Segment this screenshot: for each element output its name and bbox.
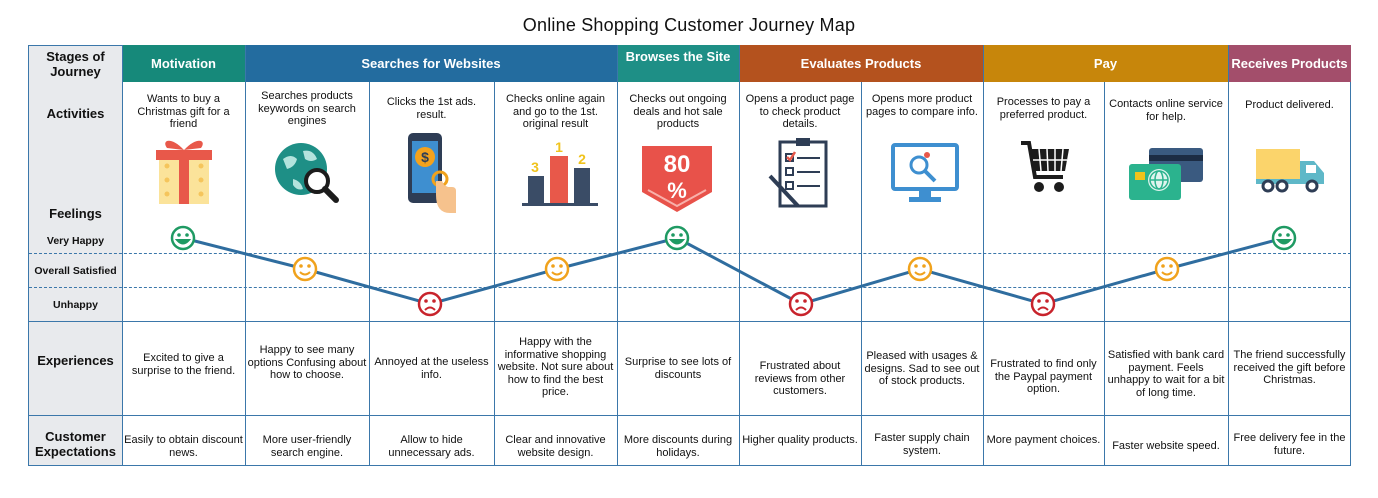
activity-text: Clicks the 1st ads. result. <box>386 96 477 121</box>
row-label-unhappy: Unhappy <box>53 299 98 311</box>
activity-text: Checks out ongoing deals and hot sale pr… <box>629 93 727 130</box>
row-label-expectations: Customer Expectations <box>35 429 116 459</box>
feeling-face-satisfied-icon <box>292 256 318 282</box>
experience-text: Happy with the informative shopping webs… <box>497 336 614 398</box>
ranking-number: 3 <box>531 159 539 175</box>
row-label-column <box>29 46 122 465</box>
experience-text: Frustrated to find only the Paypal payme… <box>990 358 1097 395</box>
discount-value: 80 <box>664 151 691 178</box>
activity-text: Contacts online service for help. <box>1109 98 1223 123</box>
stage-receives-products: Receives Products <box>1228 45 1351 82</box>
feeling-face-unhappy-icon <box>1030 291 1056 317</box>
feeling-face-very-happy-icon <box>170 225 196 251</box>
experience-text: Surprise to see lots of discounts <box>624 356 732 381</box>
ranking-number: 2 <box>578 151 586 167</box>
stage-label: Pay <box>1093 56 1118 71</box>
credit-card-icon <box>1127 146 1205 202</box>
page-title: Online Shopping Customer Journey Map <box>522 15 856 35</box>
ranking-chart-icon: 3 1 2 <box>520 136 600 208</box>
stage-motivation: Motivation <box>122 45 245 82</box>
feeling-face-satisfied-icon <box>907 256 933 282</box>
stage-browses-the-site: Browses the Site <box>617 45 739 82</box>
feeling-face-unhappy-icon <box>788 291 814 317</box>
row-divider <box>28 415 1351 416</box>
expectation-text: Free delivery fee in the future. <box>1233 432 1346 457</box>
discount-tag-icon: 80 % <box>640 144 714 214</box>
checklist-icon <box>768 136 830 210</box>
activity-text: Checks online again and go to the 1st. o… <box>505 93 606 130</box>
activity-text: Opens more product pages to compare info… <box>866 93 978 118</box>
expectation-text: Faster supply chain system. <box>874 432 970 457</box>
stage-label: Browses the Site <box>625 49 731 64</box>
expectation-text: Higher quality products. <box>742 434 858 446</box>
stage-label: Searches for Websites <box>361 56 501 71</box>
svg-text:$: $ <box>421 149 429 165</box>
feeling-face-satisfied-icon <box>1154 256 1180 282</box>
shopping-cart-icon <box>1019 139 1071 195</box>
expectation-text: Allow to hide unnecessary ads. <box>388 434 475 459</box>
grid-line <box>1104 82 1105 466</box>
stage-label: Motivation <box>151 56 216 71</box>
row-label-experiences: Experiences <box>37 353 114 368</box>
activity-text: Wants to buy a Christmas gift for a frie… <box>137 93 230 130</box>
experience-text: Pleased with usages & designs. Sad to se… <box>864 350 980 387</box>
phone-ad-icon: $ <box>406 131 458 215</box>
grid-line <box>494 82 495 466</box>
stage-pay: Pay <box>983 45 1228 82</box>
expectation-text: Faster website speed. <box>1112 440 1220 452</box>
expectation-text: More user-friendly search engine. <box>262 434 352 459</box>
feeling-face-satisfied-icon <box>544 256 570 282</box>
experience-text: Annoyed at the useless info. <box>374 356 489 381</box>
stage-searches-for-websites: Searches for Websites <box>245 45 617 82</box>
grid-line <box>369 82 370 466</box>
feeling-trend-line <box>182 236 1285 306</box>
row-divider <box>28 321 1351 322</box>
experience-text: The friend successfully received the gif… <box>1233 349 1346 386</box>
delivery-truck-icon <box>1254 147 1326 193</box>
expectation-text: Clear and innovative website design. <box>505 434 606 459</box>
experience-text: Excited to give a surprise to the friend… <box>131 352 236 377</box>
experience-text: Frustrated about reviews from other cust… <box>754 360 846 397</box>
row-label-very-happy: Very Happy <box>46 235 105 247</box>
expectation-text: Easily to obtain discount news. <box>124 434 243 459</box>
grid-line <box>739 45 740 466</box>
feeling-face-very-happy-icon <box>664 225 690 251</box>
stage-label: Receives Products <box>1231 56 1348 71</box>
feeling-face-very-happy-icon <box>1271 225 1297 251</box>
feeling-divider <box>29 253 1351 254</box>
expectation-text: More payment choices. <box>986 434 1101 446</box>
globe-search-icon <box>273 141 339 203</box>
activity-text: Processes to pay a preferred product. <box>996 96 1091 121</box>
row-label-overall-satisfied: Overall Satisfied <box>34 265 117 277</box>
grid-line <box>861 82 862 466</box>
grid-line <box>245 45 246 466</box>
grid-line <box>1228 45 1229 466</box>
feeling-face-unhappy-icon <box>417 291 443 317</box>
row-label-stages: Stages of Journey <box>46 49 105 79</box>
activity-text: Opens a product page to check product de… <box>745 93 855 130</box>
row-label-feelings: Feelings <box>49 206 102 221</box>
discount-percent: % <box>667 178 687 203</box>
activity-text: Product delivered. <box>1245 99 1334 111</box>
grid-line <box>617 45 618 466</box>
feeling-divider <box>29 287 1351 288</box>
experience-text: Satisfied with bank card payment. Feels … <box>1107 349 1225 399</box>
gift-icon <box>155 134 213 206</box>
grid-line <box>983 45 984 466</box>
monitor-search-icon <box>891 143 959 205</box>
stage-evaluates-products: Evaluates Products <box>739 45 983 82</box>
ranking-number: 1 <box>555 139 563 155</box>
grid-line <box>122 45 123 466</box>
activity-text: Searches products keywords on search eng… <box>258 90 356 127</box>
experience-text: Happy to see many options Confusing abou… <box>247 344 367 381</box>
row-label-activities: Activities <box>46 106 105 121</box>
expectation-text: More discounts during holidays. <box>623 434 733 459</box>
stage-label: Evaluates Products <box>800 56 922 71</box>
